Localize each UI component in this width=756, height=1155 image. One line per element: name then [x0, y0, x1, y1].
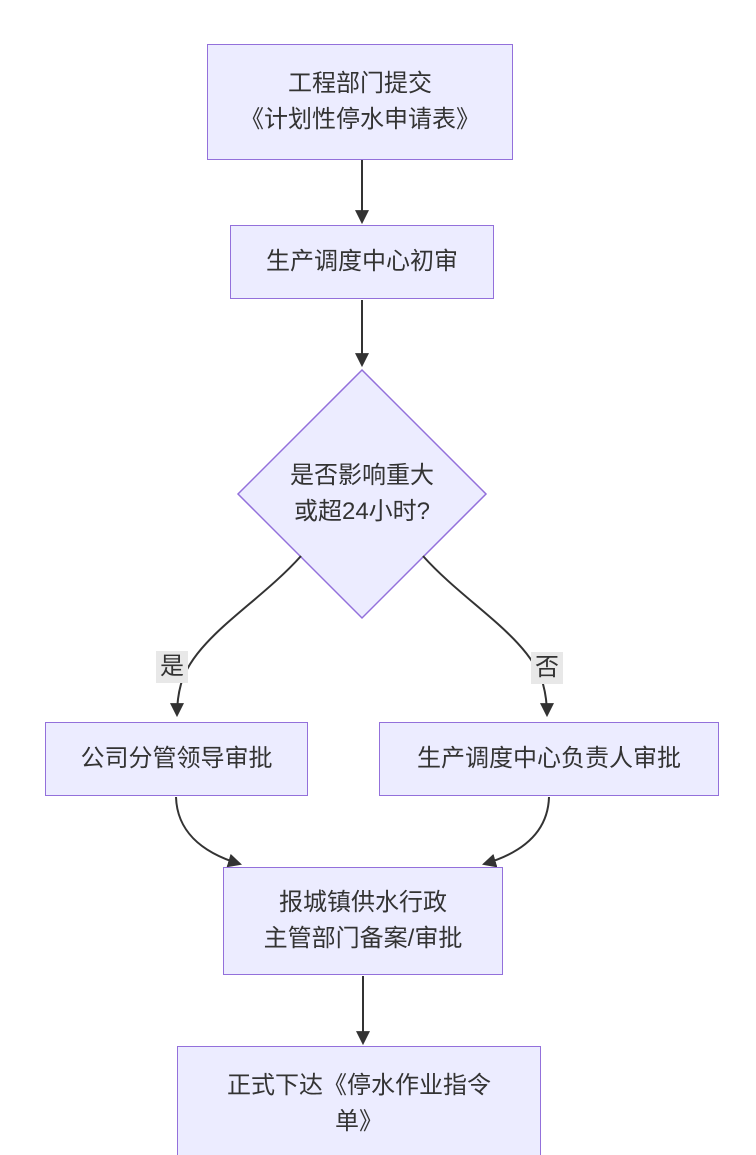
node-leader-approval-line1: 公司分管领导审批 [80, 745, 273, 772]
node-gov-filing-line2: 主管部门备案/审批 [263, 925, 463, 952]
edge-label-yes: 是 [156, 651, 188, 683]
decision-diamond-label: 是否影响重大 或超24小时? [262, 440, 462, 548]
node-center-head-approval-line1: 生产调度中心负责人审批 [417, 745, 681, 772]
node-center-head-approval: 生产调度中心负责人审批 [379, 722, 719, 796]
node-submit-application-line2: 《计划性停水申请表》 [240, 106, 480, 133]
edge-centerhead-to-gov [481, 796, 550, 868]
edge-decision-no [422, 555, 554, 718]
node-gov-filing-line1: 报城镇供水行政 [279, 889, 447, 916]
node-gov-filing: 报城镇供水行政 主管部门备案/审批 [223, 867, 503, 975]
edge-label-no: 否 [531, 652, 563, 684]
node-initial-review-line1: 生产调度中心初审 [266, 248, 458, 275]
node-submit-application-line1: 工程部门提交 [288, 70, 432, 97]
node-issue-order-line2: 单》 [335, 1108, 383, 1135]
node-initial-review: 生产调度中心初审 [230, 225, 494, 299]
node-issue-order: 正式下达《停水作业指令 单》 [177, 1046, 541, 1155]
edge-decision-yes [170, 555, 302, 718]
decision-line1: 是否影响重大 [290, 462, 434, 489]
edge-leader-to-gov [175, 796, 243, 868]
node-submit-application: 工程部门提交 《计划性停水申请表》 [207, 44, 513, 160]
decision-line2: 或超24小时? [293, 498, 431, 525]
node-leader-approval: 公司分管领导审批 [45, 722, 308, 796]
node-issue-order-line1: 正式下达《停水作业指令 [227, 1072, 491, 1099]
